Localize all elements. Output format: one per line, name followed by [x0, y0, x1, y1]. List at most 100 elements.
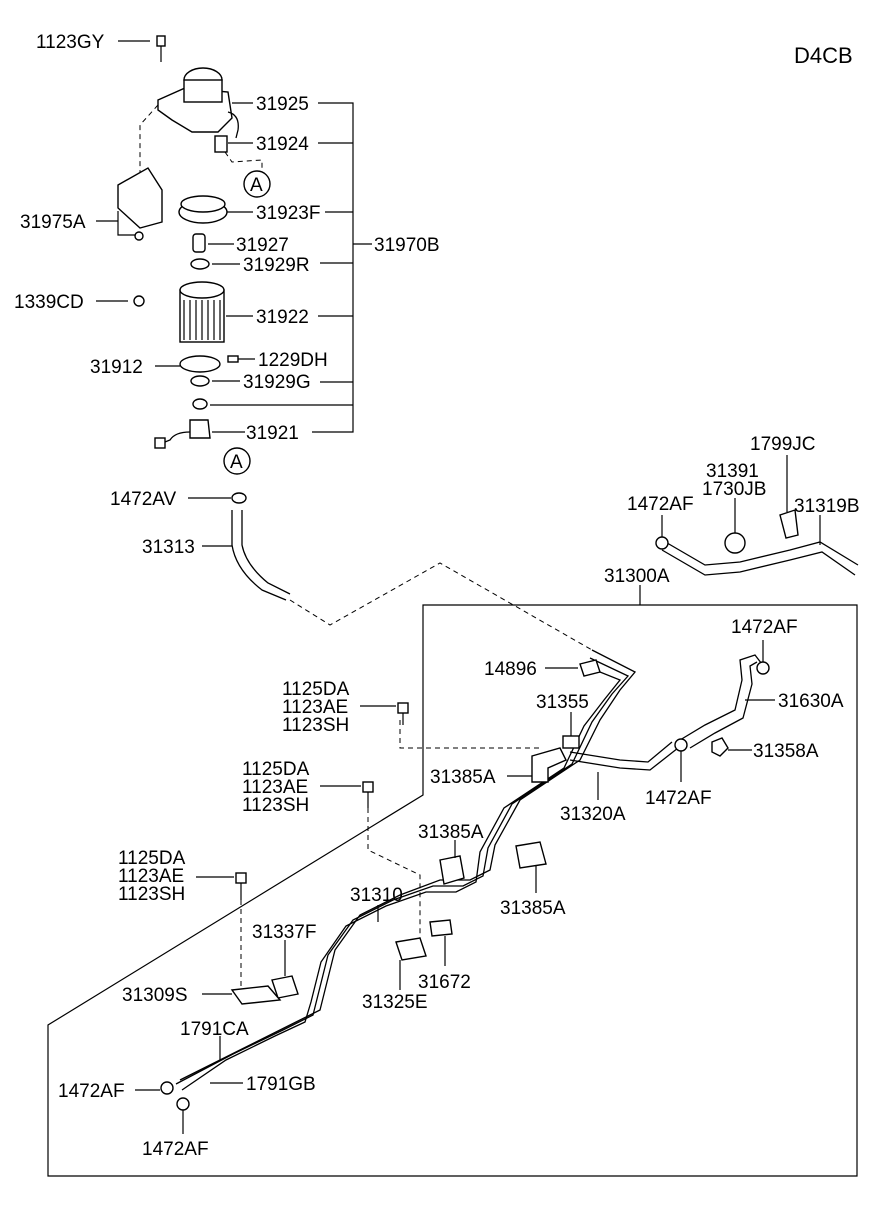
filter-head-body — [183, 79, 223, 103]
dash-head-bracket — [139, 104, 159, 185]
label-31320a: 31320A — [560, 804, 626, 825]
label-1229dh: 1229DH — [258, 350, 328, 371]
clip-14896 — [579, 659, 601, 677]
hose-31630a-a — [679, 654, 766, 741]
nut-1339cd — [133, 295, 145, 307]
sensor-wire — [159, 431, 191, 445]
label-31925: 31925 — [256, 94, 309, 115]
label-1472af-m: 1472AF — [645, 788, 712, 809]
label-31921: 31921 — [246, 423, 299, 444]
label-31313: 31313 — [142, 537, 195, 558]
label-31319b: 31319B — [794, 496, 860, 517]
clip-31355 — [562, 735, 580, 749]
label-31385a-2: 31385A — [418, 822, 484, 843]
label-g1-1125da: 1125DA — [282, 679, 350, 700]
label-31337f: 31337F — [252, 922, 316, 943]
leader-31975a — [96, 211, 140, 236]
label-31970b: 31970B — [374, 235, 440, 256]
label-31922: 31922 — [256, 307, 309, 328]
part-31921 — [189, 419, 211, 439]
label-1472af-b: 1472AF — [142, 1139, 209, 1160]
line-31320a — [569, 747, 679, 771]
hose-31630a-b — [689, 661, 758, 749]
bolt-1123gy — [156, 35, 166, 47]
clip-31385a-3 — [515, 841, 547, 869]
clip-31385a-2 — [439, 855, 465, 885]
label-31355: 31355 — [536, 692, 589, 713]
callout-a-lower — [223, 447, 251, 475]
callout-a-upper — [243, 170, 271, 198]
frame-31300a — [47, 604, 858, 1177]
clip-31672 — [429, 919, 453, 937]
label-31358a: 31358A — [753, 741, 819, 762]
label-31309s: 31309S — [122, 985, 188, 1006]
tube-31319b-b — [661, 549, 856, 576]
label-31385a-1: 31385A — [430, 767, 496, 788]
bracket-31970b — [312, 102, 354, 433]
label-g3-1123ae: 1123AE — [118, 866, 184, 887]
label-1472af-l: 1472AF — [58, 1081, 125, 1102]
clamp-1472av — [231, 492, 247, 504]
bracket-31385a-1 — [531, 747, 567, 783]
fuel-line-2 — [175, 657, 630, 1085]
label-g2-1123ae: 1123AE — [242, 777, 308, 798]
label-31912: 31912 — [90, 357, 143, 378]
dash-bolt-g1 — [399, 720, 540, 749]
callout-a-upper-letter: A — [250, 175, 263, 196]
label-31927: 31927 — [236, 235, 289, 256]
label-g2-1125da: 1125DA — [242, 759, 310, 780]
label-1791gb: 1791GB — [246, 1074, 316, 1095]
label-g2-1123sh: 1123SH — [242, 795, 309, 816]
bracket-ticks — [210, 142, 372, 406]
head-pipe — [227, 111, 239, 139]
label-1339cd: 1339CD — [14, 292, 84, 313]
dash-bolt-g2 — [367, 808, 421, 945]
bolt-g1 — [397, 702, 409, 714]
sensor-31924 — [214, 135, 228, 153]
label-14896: 14896 — [484, 659, 537, 680]
label-31310: 31310 — [350, 885, 403, 906]
clamp-1472af-m — [674, 738, 688, 752]
label-1123gy: 1123GY — [36, 32, 105, 53]
label-31391: 31391 — [706, 461, 759, 482]
label-31929g: 31929G — [243, 372, 311, 393]
label-31672: 31672 — [418, 972, 471, 993]
clip-31358a — [711, 737, 729, 757]
label-31300a: 31300A — [604, 566, 670, 587]
engine-code: D4CB — [794, 43, 853, 68]
oring-31929g — [190, 375, 210, 387]
dash-sensor — [224, 151, 263, 172]
label-g1-1123sh: 1123SH — [282, 715, 349, 736]
tube-31319b-a — [661, 539, 859, 566]
label-31929r: 31929R — [243, 255, 310, 276]
label-1730jb: 1730JB — [702, 479, 766, 500]
clamp-1472af-l — [160, 1081, 174, 1095]
bolt-g3 — [235, 872, 247, 884]
part-31923f-top — [180, 195, 226, 213]
label-31630a: 31630A — [778, 691, 844, 712]
bracket-31975a — [117, 167, 163, 229]
bolt-g2 — [362, 781, 374, 793]
dash-hose-link — [289, 562, 593, 651]
label-g3-1125da: 1125DA — [118, 848, 186, 869]
part-31927 — [192, 233, 206, 253]
filter-cartridge-top — [179, 281, 225, 299]
hose-31313-a — [231, 510, 287, 601]
bracket-31309s — [230, 985, 282, 1005]
label-1472af-r: 1472AF — [731, 617, 798, 638]
callout-a-lower-letter: A — [230, 452, 243, 473]
label-g3-1123sh: 1123SH — [118, 884, 185, 905]
filter-pleats — [183, 300, 221, 340]
clamp-31912 — [179, 355, 221, 373]
sensor-plug — [154, 437, 166, 449]
label-1799jc: 1799JC — [750, 434, 816, 455]
label-31385a-3: 31385A — [500, 898, 566, 919]
label-31975a: 31975A — [20, 212, 86, 233]
part-31921-ring — [192, 398, 208, 410]
line-31320a-b — [569, 741, 673, 763]
label-31923f: 31923F — [256, 203, 320, 224]
hose-31313-b — [241, 510, 291, 595]
label-1472af-top: 1472AF — [627, 494, 694, 515]
